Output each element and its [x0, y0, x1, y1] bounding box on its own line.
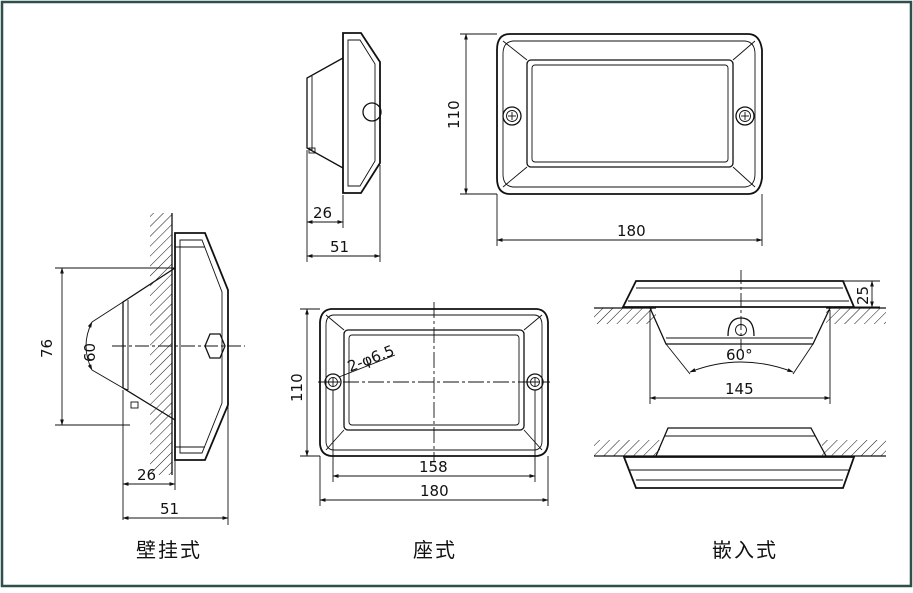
screw-right-icon — [735, 106, 755, 126]
top-front-height-dim: 110 — [445, 100, 463, 129]
embedded-elevation-view — [594, 427, 886, 489]
embedded-flange-dim: 25 — [854, 286, 872, 305]
seat-hole-spec: 2-φ6.5 — [345, 341, 397, 375]
top-front-width-dim: 180 — [617, 222, 646, 240]
seat-spacing-dim: 158 — [419, 458, 448, 476]
embedded-section-view: 25 60° 145 — [594, 270, 886, 404]
seat-view: 2-φ6.5 110 158 180 — [288, 302, 550, 506]
wall-angle-dim: 60 — [81, 343, 99, 362]
wall-mount-view: 76 60 26 51 — [38, 213, 245, 525]
embedded-angle-dim: 60° — [726, 346, 753, 364]
top-side-depth-dim: 26 — [313, 204, 332, 222]
wall-depth-dim: 26 — [137, 466, 156, 484]
top-front-view: 110 180 — [445, 33, 763, 246]
top-side-total-dim: 51 — [330, 238, 349, 256]
caption-seat: 座式 — [413, 538, 457, 562]
seat-height-dim: 110 — [288, 373, 306, 402]
wall-height-dim: 76 — [38, 339, 56, 358]
top-side-view: 26 51 — [306, 32, 382, 262]
seat-width-dim: 180 — [420, 482, 449, 500]
wall-total-dim: 51 — [160, 500, 179, 518]
caption-embedded: 嵌入式 — [712, 538, 778, 562]
caption-wall-mount: 壁挂式 — [136, 538, 202, 562]
screw-left-icon — [502, 106, 522, 126]
embedded-cutout-dim: 145 — [725, 380, 754, 398]
